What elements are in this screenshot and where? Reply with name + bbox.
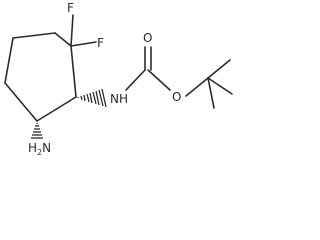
c-f-bond-2 (70, 41, 97, 47)
fluorine-label-1: F (67, 1, 74, 15)
o-tbutyl-bond (185, 77, 209, 97)
c-o-ester-bond (147, 69, 171, 91)
molecule-structure: F F O O NH H2N (4, 1, 233, 155)
ring-bond-4 (36, 96, 77, 122)
c-f-bond-1 (70, 14, 74, 47)
carbonyl-oxygen-label: O (143, 31, 152, 45)
cyclohexane-ring (4, 32, 77, 122)
n-carbonyl-bond (125, 69, 146, 91)
ring-bond-1 (12, 32, 56, 39)
tbutyl-methyl-2 (207, 77, 233, 95)
tbutyl-methyl-3 (207, 77, 215, 109)
ring-bond-2 (4, 37, 14, 84)
hashed-wedge-amine (31, 123, 43, 139)
hashed-wedge-amide (77, 88, 107, 108)
amine-label: H2N (28, 141, 51, 155)
ring-bond-6 (54, 32, 72, 47)
ester-oxygen-label: O (172, 90, 181, 104)
amide-nitrogen-label: NH (110, 92, 128, 106)
fluorine-label-2: F (97, 36, 104, 50)
ring-bond-5 (70, 45, 77, 98)
ring-bond-3 (4, 82, 38, 122)
tbutyl-methyl-1 (207, 59, 231, 79)
